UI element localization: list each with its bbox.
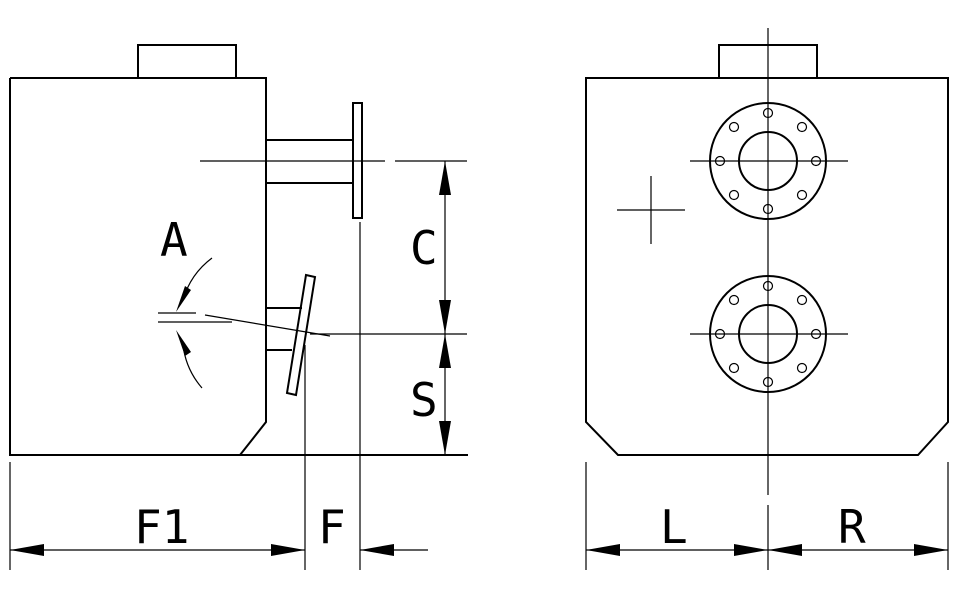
s-arrow-top bbox=[439, 334, 451, 368]
c-arrow-top bbox=[439, 161, 451, 195]
r-label: R bbox=[838, 500, 866, 554]
f1-label: F1 bbox=[134, 500, 189, 554]
angle-arrow-upper bbox=[176, 286, 191, 312]
lower-flange bbox=[285, 273, 317, 397]
side-top-cap bbox=[137, 44, 237, 79]
r-arrow-left bbox=[768, 544, 802, 556]
front-view: L R bbox=[585, 28, 949, 570]
l-arrow-left bbox=[586, 544, 620, 556]
f1-arrow-right bbox=[271, 544, 305, 556]
s-label: S bbox=[410, 373, 438, 427]
l-arrow-right bbox=[734, 544, 768, 556]
l-label: L bbox=[660, 500, 688, 554]
upper-bolt-holes bbox=[714, 107, 822, 215]
f-arrow bbox=[360, 544, 394, 556]
f1-arrow-left bbox=[10, 544, 44, 556]
lower-inclined-centerline bbox=[204, 314, 331, 337]
side-body-outline bbox=[9, 77, 267, 456]
angle-arrow-lower bbox=[176, 330, 191, 356]
c-arrow-bottom bbox=[439, 300, 451, 334]
angle-label: A bbox=[160, 213, 188, 267]
f-label: F bbox=[318, 500, 346, 554]
side-view: A C S F1 F bbox=[9, 44, 468, 570]
s-arrow-bottom bbox=[439, 421, 451, 455]
r-arrow-right bbox=[914, 544, 948, 556]
lower-bolt-holes bbox=[714, 280, 822, 388]
c-label: C bbox=[410, 221, 438, 275]
front-body-outline bbox=[585, 77, 949, 456]
